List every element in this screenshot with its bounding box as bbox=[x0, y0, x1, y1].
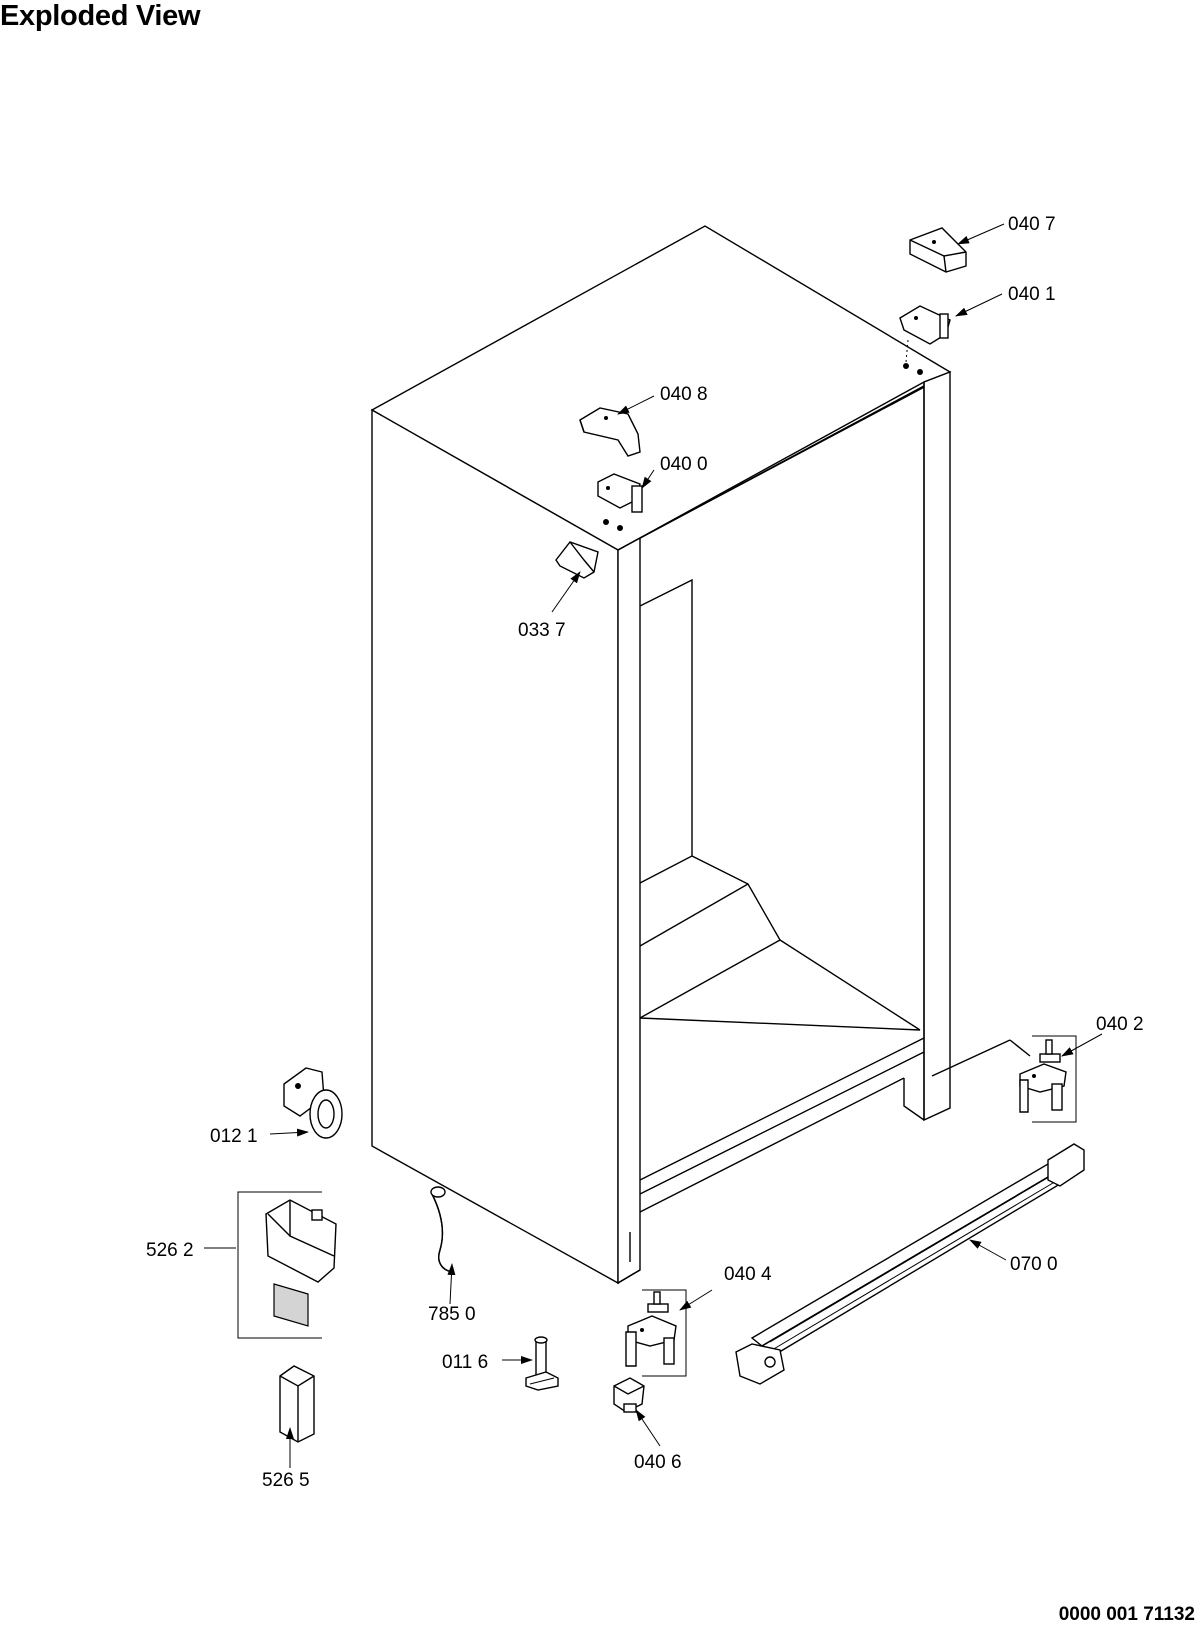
callout-label-0121: 012 1 bbox=[210, 1126, 258, 1147]
callout-5265: 526 5 bbox=[262, 1427, 310, 1491]
callout-label-0337: 033 7 bbox=[518, 620, 566, 641]
callout-label-0406: 040 6 bbox=[634, 1452, 682, 1473]
page-title: Exploded View bbox=[0, 0, 201, 32]
callout-label-0402: 040 2 bbox=[1096, 1014, 1144, 1035]
electrical-box-0262 bbox=[237, 1191, 337, 1339]
leveling-foot-0116 bbox=[525, 1336, 559, 1391]
callout-label-5262: 526 2 bbox=[146, 1240, 194, 1261]
hinge-0400 bbox=[597, 473, 643, 531]
callout-label-0401: 040 1 bbox=[1008, 284, 1056, 305]
callout-0406: 040 6 bbox=[634, 1409, 682, 1473]
callout-0400: 040 0 bbox=[641, 454, 708, 489]
callout-label-0408: 040 8 bbox=[660, 384, 708, 405]
callout-0407: 040 7 bbox=[957, 214, 1056, 245]
part-5265 bbox=[279, 1365, 315, 1443]
drain-hose-7850 bbox=[430, 1186, 453, 1273]
callout-0700: 070 0 bbox=[969, 1239, 1058, 1275]
hinge-cover-0408 bbox=[579, 407, 641, 457]
callout-label-0700: 070 0 bbox=[1010, 1254, 1058, 1275]
kick-plate-0700 bbox=[735, 1143, 1085, 1385]
callout-5262: 526 2 bbox=[146, 1240, 236, 1261]
callout-0404: 040 4 bbox=[679, 1264, 772, 1311]
callout-7850: 785 0 bbox=[428, 1263, 476, 1325]
hinge-cover-0407 bbox=[909, 227, 967, 273]
cabinet bbox=[370, 225, 1011, 1285]
callout-label-0404: 040 4 bbox=[724, 1264, 772, 1285]
hinge-0401 bbox=[899, 305, 951, 375]
callout-label-5265: 526 5 bbox=[262, 1470, 310, 1491]
callout-label-0400: 040 0 bbox=[660, 454, 708, 475]
callout-label-0407: 040 7 bbox=[1008, 214, 1056, 235]
part-0337 bbox=[555, 541, 599, 579]
hinge-set-0404 bbox=[625, 1289, 687, 1377]
hinge-set-0402 bbox=[1009, 1035, 1077, 1123]
callout-0116: 011 6 bbox=[442, 1352, 533, 1373]
callout-0121: 012 1 bbox=[210, 1126, 309, 1147]
callout-0337: 033 7 bbox=[518, 571, 581, 641]
callout-0408: 040 8 bbox=[617, 384, 708, 415]
part-0406 bbox=[613, 1377, 645, 1413]
roller-0121 bbox=[283, 1067, 343, 1139]
callout-0402: 040 2 bbox=[1061, 1014, 1144, 1057]
document-number: 0000 001 71132 bbox=[1058, 1604, 1195, 1625]
callout-0401: 040 1 bbox=[955, 284, 1056, 317]
callout-label-7850: 785 0 bbox=[428, 1304, 476, 1325]
callout-label-0116: 011 6 bbox=[442, 1352, 488, 1373]
